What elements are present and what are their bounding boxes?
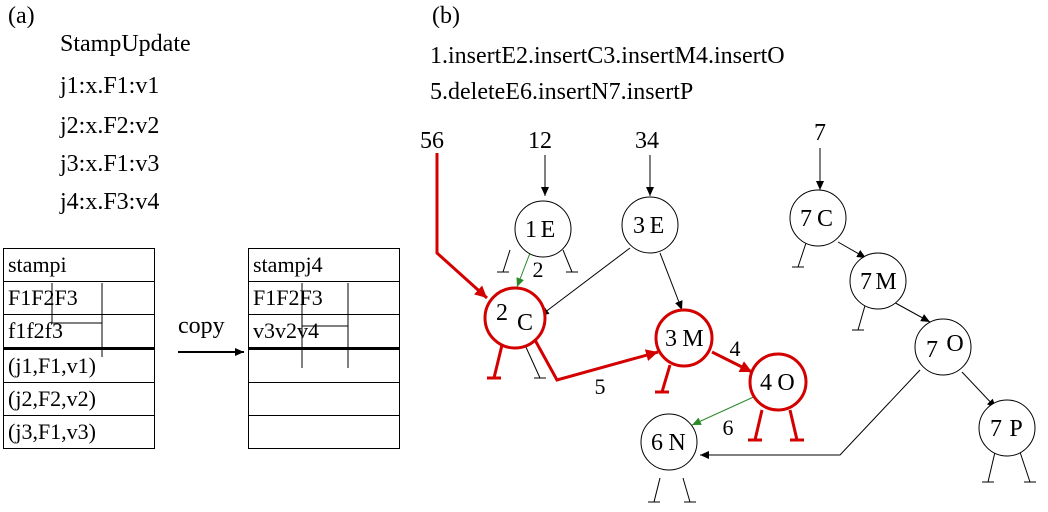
- node-3E-num: 3: [633, 213, 645, 239]
- node-1E-key: E: [541, 217, 556, 243]
- stamp-i-table: stampi F1F2F3 f1f2f3 (j1,F1,v1) (j2,F2,v…: [3, 248, 155, 449]
- node-2C: 2 C: [483, 286, 547, 350]
- stamp-i-log-3: (j3,F1,v3): [3, 415, 155, 449]
- node-3M: 3 M: [654, 308, 714, 368]
- node-7M: 7 M: [849, 252, 907, 310]
- root-56-label: 56: [420, 128, 444, 154]
- black-edges: [539, 148, 997, 459]
- panel-a-label: (a): [8, 3, 35, 29]
- job-line-3: j3:x.F1:v3: [60, 151, 160, 177]
- stamp-j4-empty-3: [248, 415, 400, 449]
- edge-label-2: 2: [533, 257, 544, 282]
- job-line-1: j1:x.F1:v1: [60, 73, 160, 99]
- node-4O-num: 4: [760, 370, 772, 396]
- node-1E: 1 E: [514, 200, 572, 258]
- node-6N-key: N: [668, 430, 685, 456]
- stamp-j4-fields: F1F2F3: [248, 281, 400, 315]
- stamp-j4-empty-1: [248, 347, 400, 383]
- green-edges: [516, 252, 759, 426]
- node-7P-num: 7: [990, 416, 1002, 442]
- stamp-j4-cell-dividers: [301, 283, 349, 368]
- node-1E-num: 1: [525, 217, 537, 243]
- root-34-label: 34: [635, 128, 659, 154]
- stamp-j4-values: v3v2v4: [248, 314, 400, 349]
- node-4O: 4 O: [748, 352, 808, 412]
- highlight-path: [435, 153, 753, 382]
- node-6N: 6 N: [640, 413, 698, 471]
- job-line-2: j2:x.F2:v2: [60, 113, 160, 139]
- node-7O-key: O: [946, 331, 963, 357]
- node-7C: 7 C: [789, 189, 847, 247]
- node-7O-num: 7: [926, 337, 938, 363]
- node-7C-key: C: [817, 206, 833, 232]
- ops-line-2: 5.deleteE6.insertN7.insertP: [430, 79, 694, 105]
- job-line-4: j4:x.F3:v4: [60, 189, 160, 215]
- node-3E: 3 E: [621, 196, 679, 254]
- ops-line-1: 1.insertE2.insertC3.insertM4.insertO: [430, 43, 785, 69]
- node-2C-key: C: [517, 310, 533, 336]
- node-7C-num: 7: [800, 206, 812, 232]
- node-3M-num: 3: [665, 326, 677, 352]
- node-7M-num: 7: [860, 269, 872, 295]
- root-12-label: 12: [528, 128, 552, 154]
- node-7P-key: P: [1009, 416, 1022, 442]
- node-6N-num: 6: [651, 430, 663, 456]
- null-child-stubs-red: [487, 344, 804, 442]
- stamp-j4-header: stampj4: [248, 248, 400, 282]
- stamp-i-cell-dividers: [51, 283, 103, 357]
- stampupdate-title: StampUpdate: [60, 31, 191, 57]
- node-3M-key: M: [682, 326, 703, 352]
- copy-label: copy: [178, 313, 225, 339]
- node-7M-key: M: [875, 269, 896, 295]
- stamp-j4-table: stampj4 F1F2F3 v3v2v4: [248, 248, 400, 449]
- stamp-i-header: stampi: [3, 248, 155, 282]
- null-child-stubs: [497, 242, 1036, 503]
- node-7P: 7 P: [978, 399, 1036, 457]
- node-2C-num: 2: [496, 300, 508, 326]
- edge-label-5: 5: [595, 374, 606, 399]
- panel-b-label: (b): [432, 3, 460, 29]
- edge-label-6: 6: [723, 415, 734, 440]
- stamp-i-log-2: (j2,F2,v2): [3, 382, 155, 416]
- node-7O: 7 O: [914, 318, 972, 376]
- edge-label-4: 4: [730, 336, 741, 361]
- root-7-label: 7: [814, 120, 826, 146]
- node-3E-key: E: [650, 213, 665, 239]
- node-4O-key: O: [777, 370, 794, 396]
